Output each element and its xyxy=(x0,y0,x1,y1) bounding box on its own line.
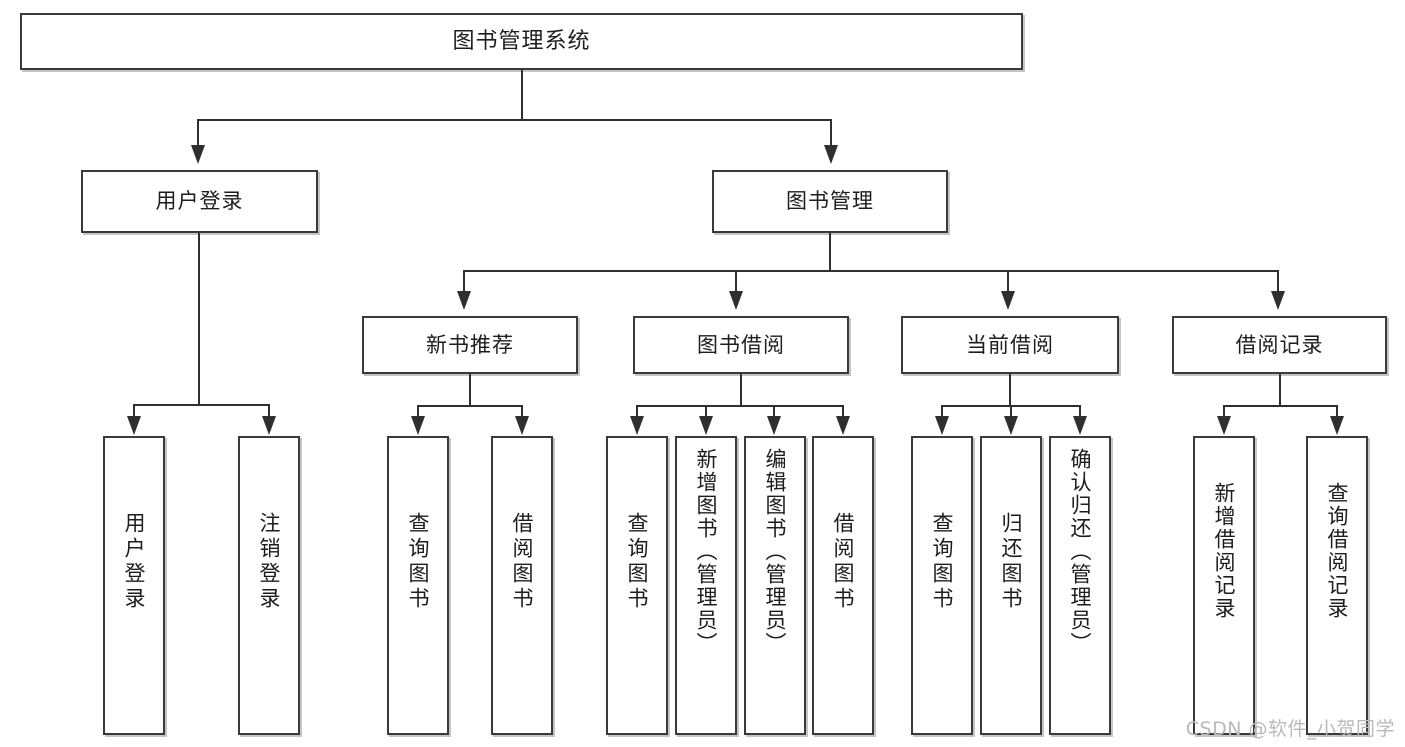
node-borrow-record[interactable]: 借阅记录 xyxy=(1172,316,1387,374)
edge-book-borrow-to-leaf-2 xyxy=(705,405,707,418)
edge-user-login-to-leaf-2 xyxy=(268,404,270,418)
node-label: 查询图书 xyxy=(406,512,431,612)
arrow-to-new-book xyxy=(457,291,471,310)
edge-current-borrow-to-leaf-1 xyxy=(941,405,943,418)
arrow-new-book-to-leaf-2 xyxy=(515,416,529,435)
node-label: 图书管理系统 xyxy=(452,28,591,54)
edge-book-management-stem xyxy=(829,233,831,271)
node-label: 图书管理 xyxy=(786,189,874,214)
node-label: 编辑图书（管理员） xyxy=(763,448,788,655)
node-label: 新增借阅记录 xyxy=(1212,482,1237,620)
node-new-book-recommend[interactable]: 新书推荐 xyxy=(362,316,578,374)
node-label: 查询图书 xyxy=(930,512,955,612)
arrow-book-borrow-to-leaf-4 xyxy=(836,416,850,435)
arrow-new-book-to-leaf-1 xyxy=(411,416,425,435)
edge-level3-bus xyxy=(463,270,1278,272)
node-current-borrow[interactable]: 当前借阅 xyxy=(901,316,1119,374)
edge-borrow-record-to-leaf-2 xyxy=(1336,405,1338,418)
leaf-current-borrow-query-books[interactable]: 查询图书 xyxy=(911,436,973,735)
arrow-book-borrow-to-leaf-2 xyxy=(699,416,713,435)
node-label: 确认归还（管理员） xyxy=(1068,448,1093,655)
node-label: 查询借阅记录 xyxy=(1325,482,1350,620)
leaf-current-borrow-confirm-return-admin[interactable]: 确认归还（管理员） xyxy=(1049,436,1111,735)
edge-user-login-stem xyxy=(198,233,200,405)
arrow-to-current-borrow xyxy=(1001,291,1015,310)
node-label: 用户登录 xyxy=(122,512,147,612)
node-book-borrow[interactable]: 图书借阅 xyxy=(633,316,849,374)
edge-current-borrow-to-leaf-2 xyxy=(1010,405,1012,418)
arrow-borrow-record-to-leaf-1 xyxy=(1217,416,1231,435)
node-user-login[interactable]: 用户登录 xyxy=(81,170,318,233)
node-label: 归还图书 xyxy=(999,512,1024,612)
leaf-current-borrow-return-books[interactable]: 归还图书 xyxy=(980,436,1042,735)
arrow-root-to-user-login xyxy=(191,145,205,164)
node-label: 借阅记录 xyxy=(1235,332,1324,357)
node-label: 新书推荐 xyxy=(426,332,514,357)
edge-user-login-bus xyxy=(133,404,269,406)
leaf-new-book-borrow-books[interactable]: 借阅图书 xyxy=(491,436,553,735)
edge-to-current-borrow xyxy=(1007,270,1009,292)
node-label: 用户登录 xyxy=(155,189,244,214)
arrow-to-borrow-record xyxy=(1271,291,1285,310)
leaf-book-borrow-borrow-books[interactable]: 借阅图书 xyxy=(812,436,874,735)
edge-borrow-record-stem xyxy=(1279,374,1281,406)
leaf-borrow-record-query-record[interactable]: 查询借阅记录 xyxy=(1306,436,1368,735)
leaf-user-login-login[interactable]: 用户登录 xyxy=(103,436,165,735)
arrow-current-borrow-to-leaf-2 xyxy=(1004,416,1018,435)
edge-root-stem xyxy=(521,70,523,120)
edge-user-login-to-leaf-1 xyxy=(133,404,135,418)
node-label: 借阅图书 xyxy=(510,512,535,612)
arrow-current-borrow-to-leaf-1 xyxy=(935,416,949,435)
arrow-current-borrow-to-leaf-3 xyxy=(1073,416,1087,435)
arrow-user-login-to-leaf-2 xyxy=(262,416,276,435)
arrow-borrow-record-to-leaf-2 xyxy=(1330,416,1344,435)
edge-current-borrow-to-leaf-3 xyxy=(1079,405,1081,418)
csdn-watermark: CSDN @软件_小贺同学 xyxy=(1185,718,1395,740)
node-book-management[interactable]: 图书管理 xyxy=(712,170,948,233)
edge-root-bus xyxy=(197,119,832,121)
edge-borrow-record-to-leaf-1 xyxy=(1223,405,1225,418)
node-label: 查询图书 xyxy=(625,512,650,612)
node-label: 新增图书（管理员） xyxy=(694,448,719,655)
leaf-new-book-query-books[interactable]: 查询图书 xyxy=(387,436,449,735)
edge-to-book-borrow xyxy=(735,270,737,292)
edge-book-borrow-to-leaf-1 xyxy=(636,405,638,418)
edge-to-borrow-record xyxy=(1277,270,1279,292)
node-root-book-management-system[interactable]: 图书管理系统 xyxy=(20,13,1023,70)
edge-root-to-user-login xyxy=(197,119,199,147)
leaf-book-borrow-add-book-admin[interactable]: 新增图书（管理员） xyxy=(675,436,737,735)
node-label: 借阅图书 xyxy=(831,512,856,612)
arrow-to-book-borrow xyxy=(729,291,743,310)
arrow-user-login-to-leaf-1 xyxy=(127,416,141,435)
edge-to-new-book xyxy=(463,270,465,292)
edge-current-borrow-stem xyxy=(1009,374,1011,406)
arrow-book-borrow-to-leaf-1 xyxy=(630,416,644,435)
edge-book-borrow-bus xyxy=(636,405,844,407)
edge-borrow-record-bus xyxy=(1223,405,1337,407)
edge-new-book-bus xyxy=(417,405,522,407)
leaf-book-borrow-query-books[interactable]: 查询图书 xyxy=(606,436,668,735)
edge-new-book-to-leaf-1 xyxy=(417,405,419,418)
edge-new-book-to-leaf-2 xyxy=(521,405,523,418)
node-label: 图书借阅 xyxy=(697,332,785,357)
node-label: 当前借阅 xyxy=(966,332,1054,357)
arrow-root-to-book-management xyxy=(824,145,838,164)
edge-book-borrow-to-leaf-3 xyxy=(773,405,775,418)
edge-book-borrow-stem xyxy=(740,374,742,406)
leaf-book-borrow-edit-book-admin[interactable]: 编辑图书（管理员） xyxy=(744,436,806,735)
edge-root-to-book-management xyxy=(830,119,832,147)
edge-book-borrow-to-leaf-4 xyxy=(842,405,844,418)
node-label: 注销登录 xyxy=(257,512,282,612)
leaf-borrow-record-add-record[interactable]: 新增借阅记录 xyxy=(1193,436,1255,735)
arrow-book-borrow-to-leaf-3 xyxy=(767,416,781,435)
leaf-user-login-logout[interactable]: 注销登录 xyxy=(238,436,300,735)
edge-new-book-stem xyxy=(469,374,471,406)
